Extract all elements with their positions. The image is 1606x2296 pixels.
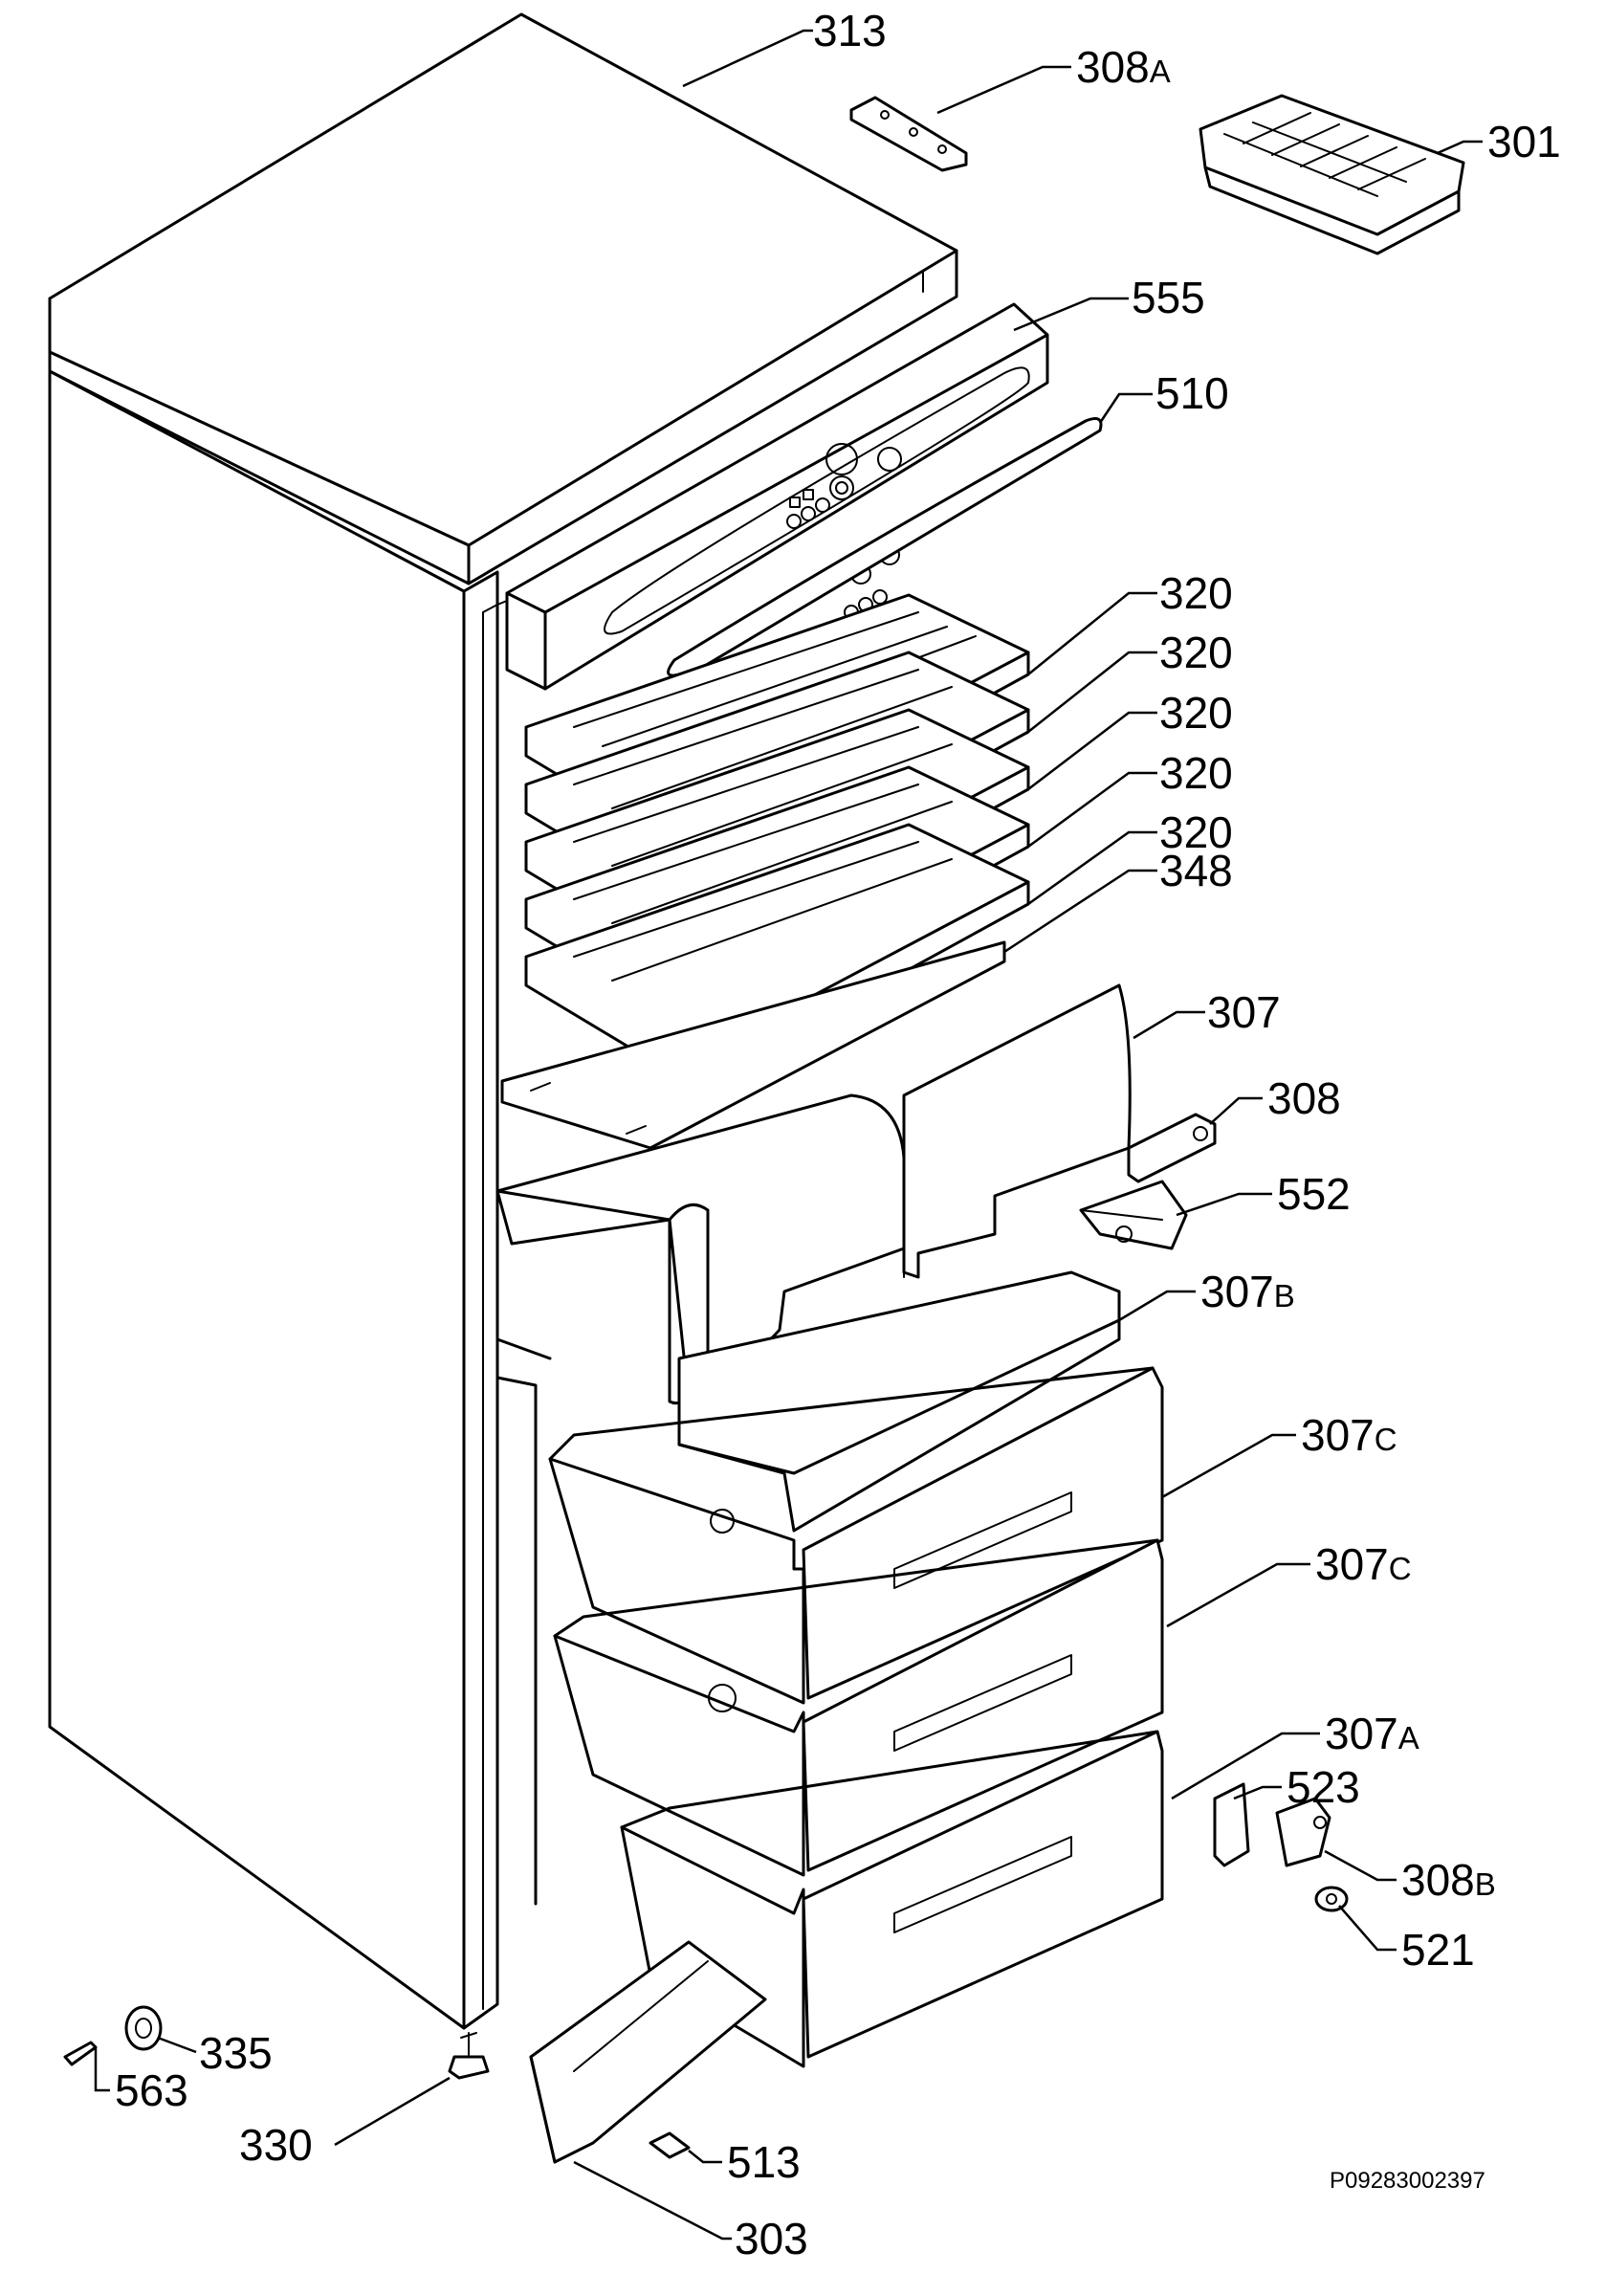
- callout-307b: 307B: [1200, 1267, 1295, 1316]
- hinge-308b: [1275, 1797, 1331, 1867]
- hinge-552: [1079, 1180, 1188, 1250]
- hinge-308: [1127, 1113, 1217, 1183]
- callout-320-1: 320: [1159, 568, 1233, 618]
- pin-563: [63, 2041, 98, 2066]
- document-id: P09283002397: [1330, 2168, 1485, 2194]
- bracket-523: [1213, 1782, 1250, 1867]
- callout-labels: 313 308A 301 555 510 320 320 320 320 320…: [115, 6, 1561, 2263]
- freezer-flaps-307: [495, 983, 1132, 1405]
- kick-plate-303: [529, 1940, 767, 2164]
- callout-303: 303: [735, 2214, 808, 2263]
- hinge-308a: [849, 96, 968, 172]
- top-cover-313: [48, 12, 958, 585]
- cabinet-body: [48, 369, 575, 2030]
- leader-lines: [94, 29, 1483, 2241]
- spacer-335: [124, 2005, 163, 2051]
- glass-plate-348: [500, 940, 1006, 1150]
- callout-348: 348: [1159, 846, 1233, 895]
- callout-301: 301: [1487, 117, 1561, 166]
- clip-513: [649, 2131, 691, 2159]
- callout-521: 521: [1401, 1925, 1475, 1975]
- callout-320-3: 320: [1159, 688, 1233, 738]
- callout-308a: 308A: [1076, 42, 1171, 92]
- callout-320-4: 320: [1159, 748, 1233, 798]
- callout-313: 313: [813, 6, 887, 55]
- callout-513: 513: [727, 2137, 801, 2187]
- callout-523: 523: [1287, 1762, 1360, 1812]
- callout-555: 555: [1132, 273, 1205, 322]
- callout-308b: 308B: [1401, 1855, 1496, 1905]
- ice-tray-301: [1199, 94, 1465, 255]
- callout-320-5: 320: [1159, 807, 1233, 857]
- foot-330: [448, 2032, 490, 2080]
- callout-335: 335: [199, 2028, 273, 2078]
- cap-521: [1314, 1886, 1349, 1912]
- callout-320-2: 320: [1159, 628, 1233, 677]
- callout-330: 330: [239, 2120, 313, 2170]
- callout-510: 510: [1155, 368, 1229, 418]
- trim-strip-510: [667, 417, 1103, 677]
- callout-563: 563: [115, 2065, 188, 2115]
- callout-552: 552: [1277, 1169, 1351, 1219]
- callout-307c-1: 307C: [1301, 1410, 1397, 1460]
- wire-shelves-320: [524, 593, 1030, 1097]
- control-panel-555: [505, 302, 1049, 691]
- callout-308: 308: [1267, 1073, 1341, 1123]
- callout-307: 307: [1207, 987, 1281, 1037]
- drawer-middle-307c: [553, 1538, 1164, 1877]
- callout-307c-2: 307C: [1315, 1539, 1412, 1589]
- drawer-lid-307b: [677, 1270, 1121, 1533]
- callout-307a: 307A: [1325, 1709, 1419, 1758]
- drawer-top-307c: [548, 1366, 1164, 1705]
